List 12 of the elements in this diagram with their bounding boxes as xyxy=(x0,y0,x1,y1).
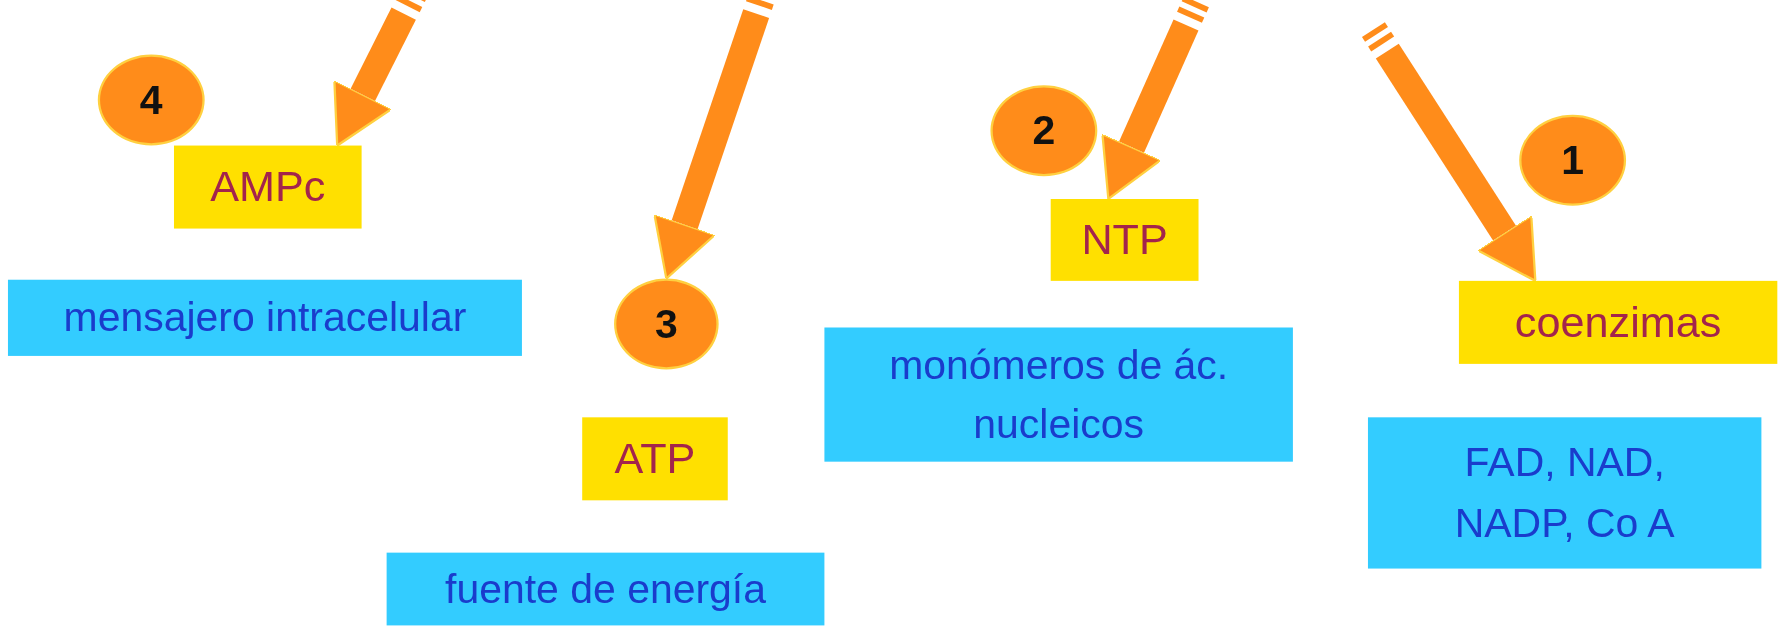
term-box: NTP xyxy=(1050,199,1199,281)
description-box: monómeros de ác. nucleicos xyxy=(824,327,1293,462)
description-box: FAD, NAD, NADP, Co A xyxy=(1367,417,1762,569)
number-badge: 1 xyxy=(1519,114,1627,206)
term-box: ATP xyxy=(582,417,728,501)
term-box: coenzimas xyxy=(1458,280,1778,364)
description-box: mensajero intracelular xyxy=(7,279,522,356)
number-badge: 2 xyxy=(990,85,1098,177)
number-badge: 3 xyxy=(614,278,719,370)
number-badge: 4 xyxy=(97,54,205,146)
description-box: fuente de energía xyxy=(386,552,825,626)
term-box: AMPc xyxy=(174,145,362,229)
